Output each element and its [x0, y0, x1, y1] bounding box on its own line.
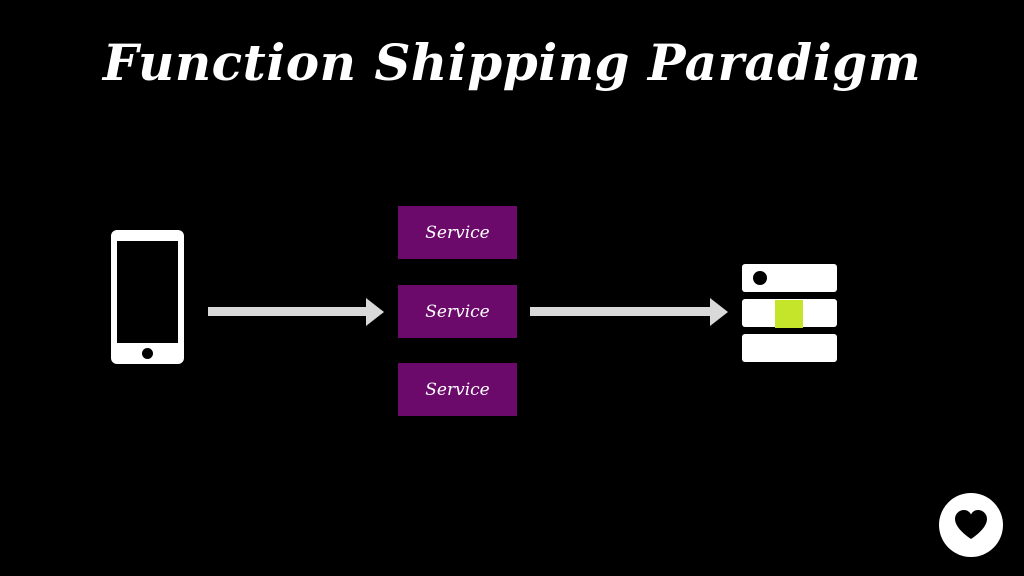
heart-icon	[955, 510, 987, 539]
service-label: Service	[425, 301, 490, 322]
phone-home-button	[142, 348, 153, 359]
slide-title: Function Shipping Paradigm	[102, 33, 922, 92]
mobile-phone-icon	[111, 230, 184, 364]
service-label: Service	[425, 222, 490, 243]
server-slot-middle	[742, 299, 837, 328]
arrow-service-to-server	[530, 298, 728, 326]
heart-badge[interactable]	[939, 493, 1003, 557]
service-box-2: Service	[398, 285, 517, 338]
server-slot-bottom	[742, 334, 837, 362]
server-slot-top	[742, 264, 837, 292]
server-rack-icon	[742, 264, 837, 364]
arrow-phone-to-service	[208, 298, 384, 326]
phone-screen	[117, 241, 178, 343]
service-box-1: Service	[398, 206, 517, 259]
server-led	[753, 271, 767, 285]
function-chip	[775, 300, 803, 328]
service-label: Service	[425, 379, 490, 400]
service-box-3: Service	[398, 363, 517, 416]
